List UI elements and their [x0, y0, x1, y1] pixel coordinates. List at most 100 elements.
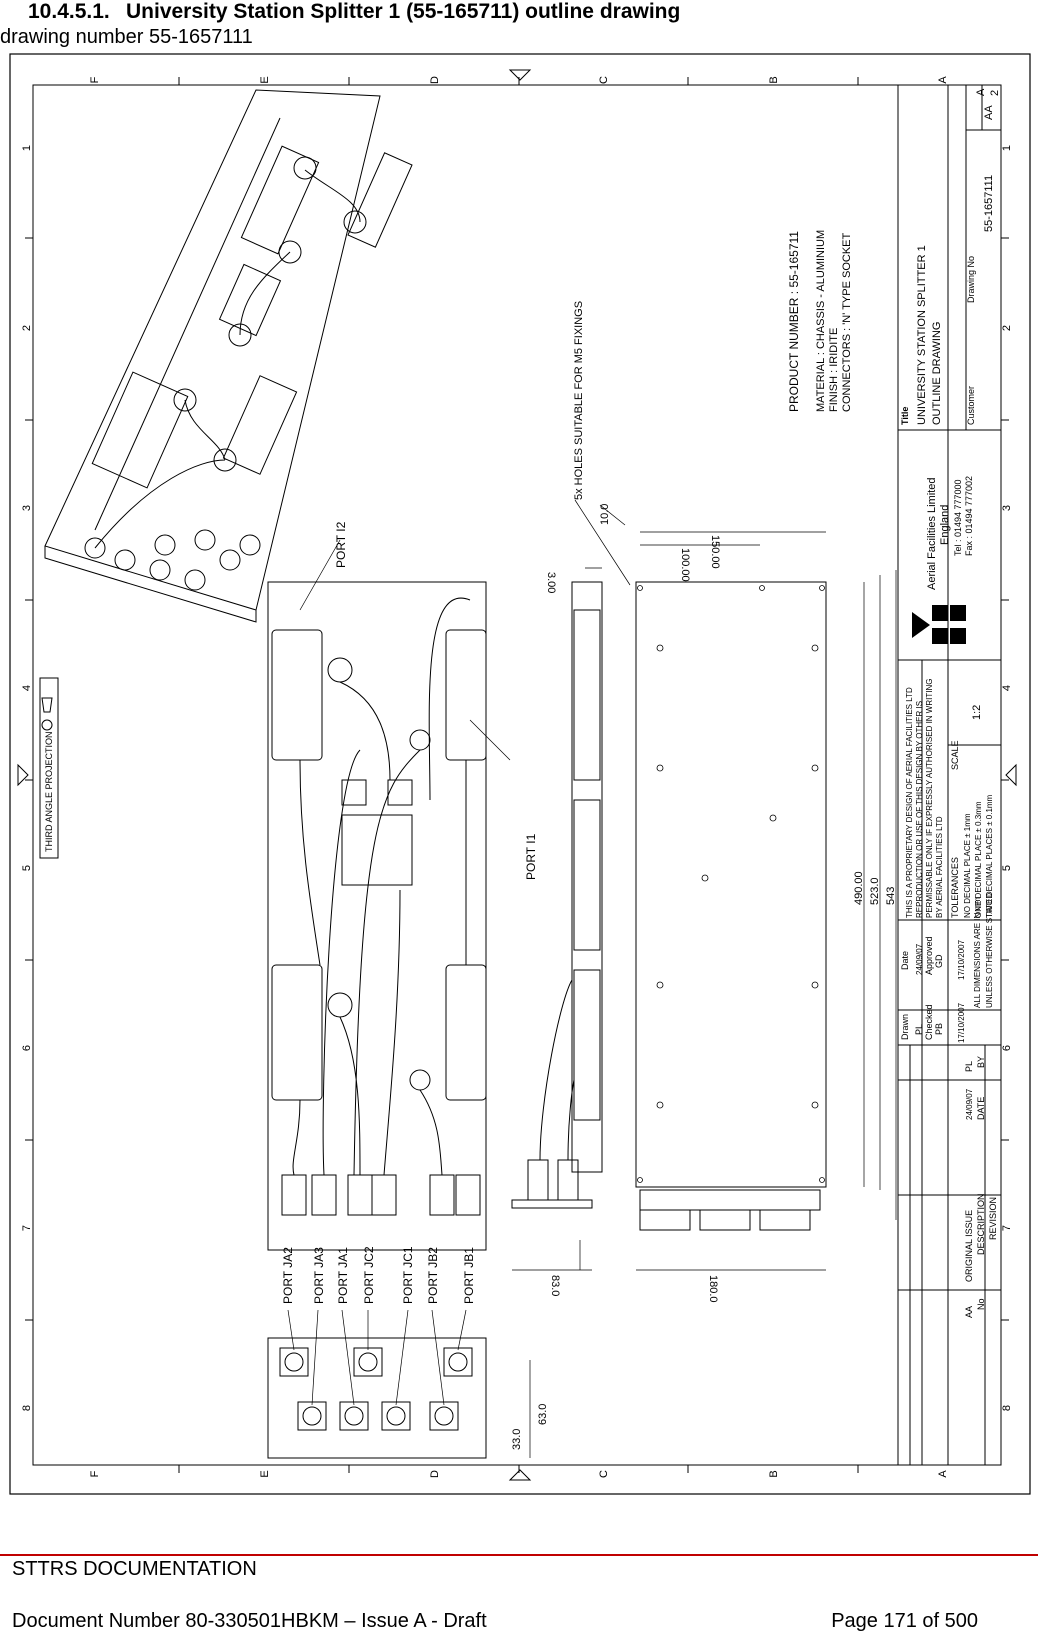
connectors-note: CONNECTORS : 'N' TYPE SOCKET [841, 233, 853, 412]
projection-symbol-circle [41, 719, 53, 731]
footer-rule [0, 1554, 1038, 1556]
center-mark-left [17, 763, 29, 787]
zone-letter-bottom-a: A [937, 1470, 949, 1478]
zone-number-left-6: 6 [21, 1045, 33, 1051]
center-mark-right [1005, 763, 1017, 787]
drawing-subtitle: drawing number 55-1657111 [0, 26, 253, 48]
zone-number-right-6: 6 [1001, 1045, 1013, 1051]
scale-label: SCALE [950, 740, 960, 770]
sheet-size: A [975, 88, 987, 96]
dim-33: 33.0 [511, 1429, 523, 1450]
sheet-number: 2 [989, 90, 1001, 96]
drawing-outer-frame [9, 53, 1031, 1495]
port-ja3-label: PORT JA3 [312, 1247, 326, 1304]
company-fax: Fax : 01494 777002 [964, 476, 974, 556]
drawn-label: Drawn [900, 1014, 910, 1040]
dim-83: 83.0 [549, 1275, 561, 1296]
footer-title: STTRS DOCUMENTATION [12, 1558, 257, 1580]
dimension-lines [299, 499, 897, 1458]
company-logo [912, 605, 966, 644]
port-i1-label: PORT I1 [524, 833, 538, 880]
rev-col-by: BY [976, 1056, 986, 1068]
zone-number-right-4: 4 [1001, 685, 1013, 691]
port-ja2-label: PORT JA2 [281, 1247, 295, 1304]
drawing-no: 55-1657111 [983, 175, 995, 232]
zone-number-left-4: 4 [21, 685, 33, 691]
center-mark-top [508, 69, 532, 81]
title-block [897, 84, 1002, 1466]
revision-label: REVISION [988, 1197, 998, 1240]
outline-drawing: F E D C B A F E D C B A 1 2 3 4 5 6 7 8 … [9, 53, 1031, 1495]
base-plate-view [635, 581, 827, 1231]
tolerance-line-2: ONE DECIMAL PLACE ± 0.3mm [974, 801, 983, 918]
date-label: Date [900, 951, 910, 970]
section-title: University Station Splitter 1 (55-165711… [126, 0, 681, 23]
zone-number-left-5: 5 [21, 865, 33, 871]
rev-issue: AA [964, 1306, 974, 1318]
checked-date: 17/10/2007 [957, 1002, 966, 1043]
proprietary-line-4: BY AERIAL FACILITIES LTD [935, 816, 944, 918]
footer-document-number: Document Number 80-330501HBKM – Issue A … [12, 1610, 487, 1632]
customer-label: Customer [966, 386, 976, 425]
port-jb2-label: PORT JB2 [426, 1247, 440, 1304]
drawing-no-label: Drawing No [966, 256, 976, 303]
rev-col-description: DESCRIPTION [976, 1193, 986, 1255]
dim-523: 523.0 [869, 877, 881, 905]
projection-symbol-cone [41, 697, 53, 713]
title-line-1: UNIVERSITY STATION SPLITTER 1 [916, 245, 928, 425]
zone-number-left-7: 7 [21, 1225, 33, 1231]
product-number-note: PRODUCT NUMBER : 55-165711 [787, 231, 801, 412]
approved-label: Approved [924, 936, 934, 975]
zone-number-right-1: 1 [1001, 145, 1013, 151]
zone-letter-top-d: D [429, 76, 441, 84]
tolerance-line-3: TWO DECIMAL PLACES ± 0.1mm [985, 794, 994, 918]
rev-date: 24/09/07 [965, 1088, 974, 1120]
zone-letter-top-e: E [259, 76, 271, 83]
zone-number-right-5: 5 [1001, 865, 1013, 871]
company-country: England [939, 505, 951, 545]
approved-date: 17/10/2007 [957, 939, 966, 980]
zone-letter-top-c: C [598, 76, 610, 84]
zone-number-left-8: 8 [21, 1405, 33, 1411]
zone-letter-bottom-e: E [259, 1470, 271, 1477]
port-jb1-label: PORT JB1 [462, 1247, 476, 1304]
company-name: Aerial Facilities Limited [926, 478, 938, 590]
zone-number-left-1: 1 [21, 145, 33, 151]
section-number: 10.4.5.1. [28, 0, 110, 23]
drawing-inner-frame [32, 84, 1002, 1466]
title-line-2: OUTLINE DRAWING [931, 322, 943, 426]
tolerances-title: TOLERANCES [950, 857, 960, 918]
rev-description: ORIGINAL ISSUE [964, 1210, 974, 1282]
approved-by: GD [934, 954, 944, 968]
dim-150: 150.00 [709, 535, 721, 569]
center-mark-bottom [508, 1469, 532, 1481]
zone-number-left-3: 3 [21, 505, 33, 511]
isometric-view [44, 89, 413, 623]
dims-note-2: UNLESS OTHERWISE STATED [985, 893, 994, 1008]
zone-number-left-2: 2 [21, 325, 33, 331]
zone-number-right-3: 3 [1001, 505, 1013, 511]
dim-490: 490.00 [853, 871, 865, 905]
plan-view [267, 581, 487, 1251]
zone-letter-top-f: F [89, 76, 101, 83]
dim-180: 180.0 [707, 1275, 719, 1303]
issue-code: AA [983, 105, 995, 120]
zone-letter-bottom-c: C [598, 1470, 610, 1478]
holes-note: 5x HOLES SUITABLE FOR M5 FIXINGS [573, 301, 585, 500]
dim-100: 100.00 [679, 548, 691, 582]
proprietary-line-3: PERMISSABLE ONLY IF EXPRESSLY AUTHORISED… [925, 679, 934, 918]
zone-letter-bottom-f: F [89, 1470, 101, 1477]
end-view [267, 1337, 487, 1459]
drawn-date: 24/09/07 [915, 943, 924, 975]
proprietary-line-1: THIS IS A PROPRIETARY DESIGN OF AERIAL F… [905, 687, 914, 918]
scale-value: 1:2 [971, 705, 983, 720]
section-heading: 10.4.5.1. University Station Splitter 1 (… [28, 0, 680, 24]
port-i2-label: PORT I2 [334, 521, 348, 568]
side-view [511, 581, 603, 1209]
dim-10: 10.0 [599, 504, 611, 525]
finish-note: FINISH : IRIDITE [828, 328, 840, 412]
zone-letter-top-b: B [768, 76, 780, 83]
rev-col-no: No [976, 1298, 986, 1310]
zone-number-right-2: 2 [1001, 325, 1013, 331]
zone-ticks [25, 77, 1009, 1473]
